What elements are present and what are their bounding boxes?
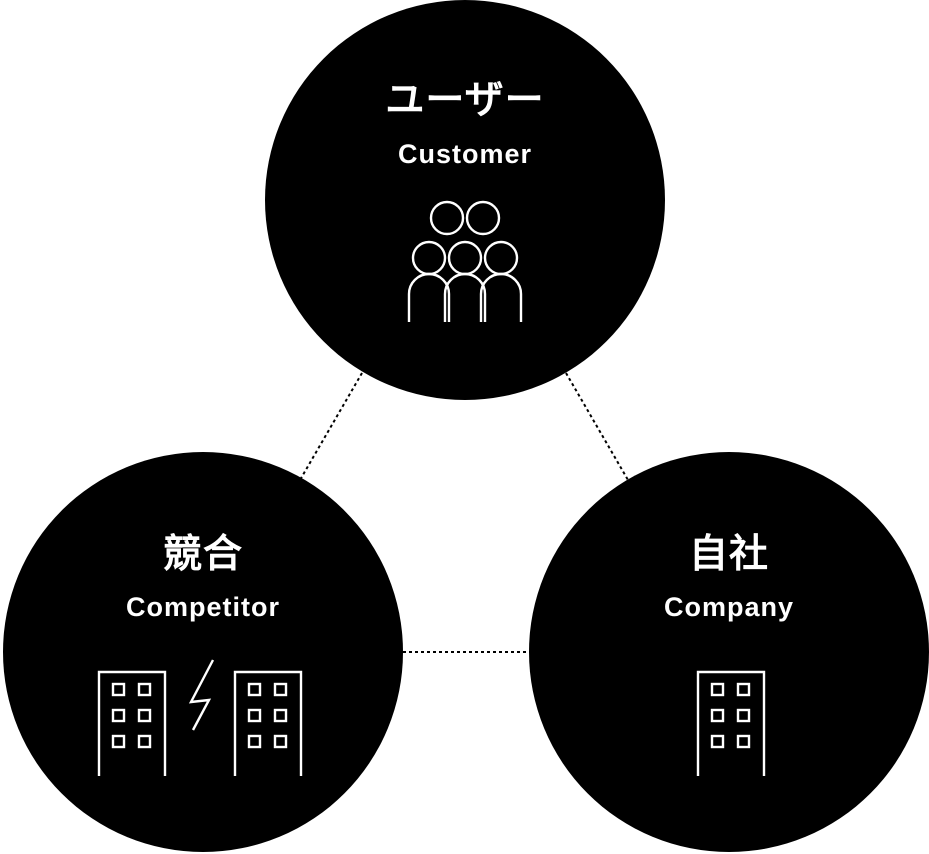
node-title-jp: 競合	[162, 532, 243, 577]
node-title-en: Company	[663, 592, 795, 622]
node-title-jp: 自社	[688, 532, 769, 577]
node-title-en: Customer	[397, 139, 533, 169]
connector-customer-company	[565, 372, 629, 481]
buildings-conflict-icon	[97, 659, 303, 776]
node-company: 自社 Company	[529, 452, 929, 852]
node-customer: ユーザー Customer	[265, 0, 665, 400]
people-group-icon	[407, 200, 523, 322]
building-icon	[696, 670, 766, 776]
node-title-jp: ユーザー	[385, 78, 545, 123]
connector-customer-competitor	[299, 372, 363, 481]
node-competitor: 競合 Competitor	[3, 452, 403, 852]
node-title-en: Competitor	[126, 592, 280, 622]
